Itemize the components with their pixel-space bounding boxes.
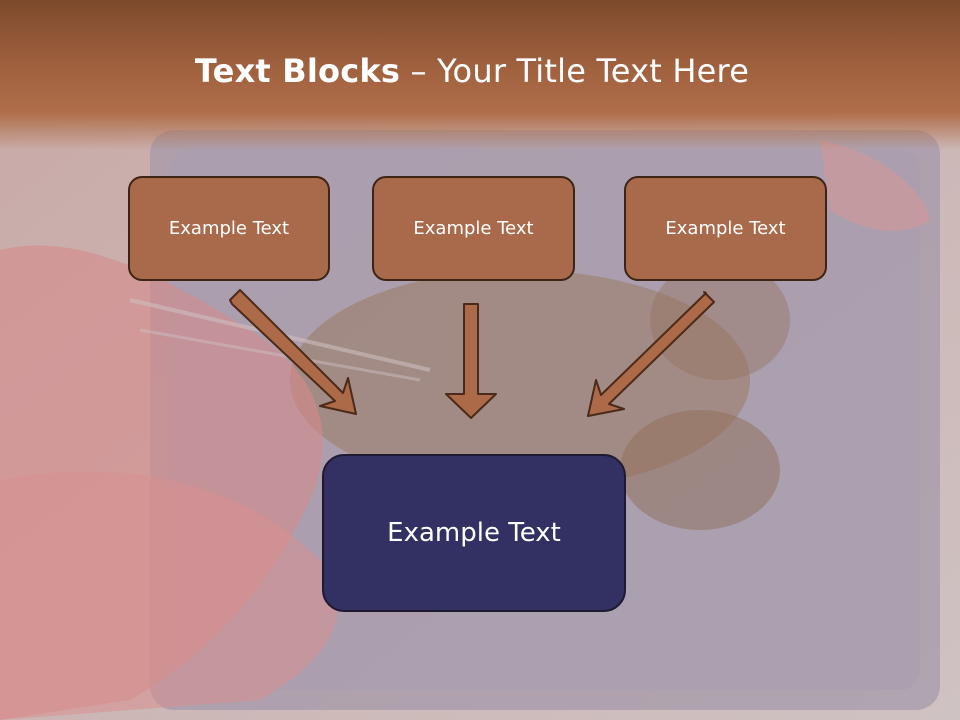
arrow-right [587,291,715,417]
title-separator: – [400,52,438,90]
title-rest: Your Title Text Here [437,52,750,90]
text-block-left-label: Example Text [168,218,290,239]
main-text-block[interactable]: Example Text [322,454,626,612]
text-block-right[interactable]: Example Text [624,176,827,281]
text-block-right-label: Example Text [665,218,786,239]
slide-title: Text Blocks – Your Title Text Here [0,52,944,90]
title-bar [0,0,960,150]
arrow-center [445,303,497,419]
text-block-center-label: Example Text [413,218,534,239]
text-block-center[interactable]: Example Text [372,176,575,281]
main-text-block-label: Example Text [387,518,561,548]
title-bold: Text Blocks [194,52,401,90]
arrow-left [229,289,357,415]
text-block-left[interactable]: Example Text [128,176,330,281]
